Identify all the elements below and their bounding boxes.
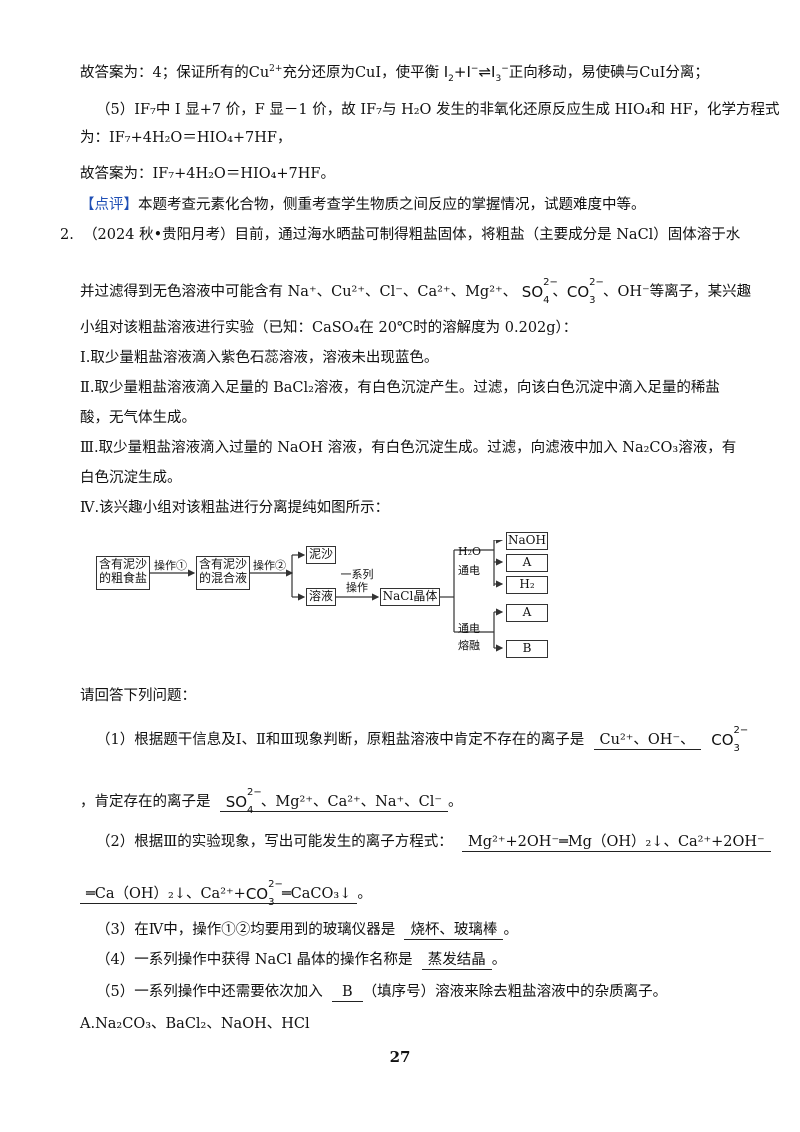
page-number: 27 [389,1048,411,1066]
box-nacl-crystal: NaCl晶体 [380,588,440,606]
part3-answer: 烧杯、玻璃棒 [404,921,504,940]
comment-line: 【点评】本题考查元素化合物，侧重考查学生物质之间反应的掌握情况，试题难度中等。 [80,197,646,213]
step-2a: Ⅱ.取少量粗盐溶液滴入足量的 BaCl₂溶液，有白色沉淀产生。过滤，向该白色沉淀… [80,380,720,396]
label-electrolysis-2: 通电 [458,622,480,635]
box-crude-salt: 含有泥沙的粗食盐 [96,556,150,590]
question-2-line1: 2. （2024 秋•贵阳月考）目前，通过海水晒盐可制得粗盐固体，将粗盐（主要成… [60,227,741,243]
box-mud: 泥沙 [306,546,336,564]
box-a1: A [506,554,548,572]
part5-line: （5）一系列操作中还需要依次加入 B（填序号）溶液来除去粗盐溶液中的杂质离子。 [96,983,668,1002]
part5-answer: B [331,983,363,1002]
part1-answer-absent: Cu²⁺、OH⁻、 [593,731,701,750]
step-3a: Ⅲ.取少量粗盐溶液滴入过量的 NaOH 溶液，有白色沉淀生成。过滤，向滤液中加入… [80,440,737,456]
label-h2o: H₂O [458,545,482,558]
part3-line: （3）在Ⅳ中，操作①②均要用到的玻璃仪器是 烧杯、玻璃棒。 [96,921,518,940]
diagram-arrows [148,540,504,652]
label-op2: 操作② [253,559,286,572]
step-3b: 白色沉淀生成。 [80,470,182,486]
purification-flow-diagram: 含有泥沙的粗食盐 操作① 含有泥沙的混合液 操作② 泥沙 溶液 一系列操作 Na… [96,532,566,664]
box-filtrate: 溶液 [306,588,336,606]
comment-tag: 【点评】 [80,197,138,213]
label-series-ops: 一系列操作 [340,568,374,594]
box-a2: A [506,604,548,622]
part2-answer-1: Mg²⁺+2OH⁻═Mg（OH）₂↓、Ca²⁺+2OH⁻ [461,833,771,852]
part2-line1: （2）根据Ⅲ的实验现象，写出可能发生的离子方程式： Mg²⁺+2OH⁻═Mg（O… [96,832,771,852]
question-2-line3: 小组对该粗盐溶液进行实验（已知：CaSO₄在 20℃时的溶解度为 0.202g）… [80,320,578,336]
equilibrium-equation: I2+I−⇌I3− [443,63,509,84]
step-4: Ⅳ.该兴趣小组对该粗盐进行分离提纯如图所示： [80,500,390,516]
part5-explanation: （5）IF₇中 I 显+7 价，F 显－1 价，故 IF₇与 H₂O 发生的非氧… [96,102,780,118]
box-b: B [506,640,548,658]
answer-line-4: 故答案为：4；保证所有的Cu2+充分还原为CuI，使平衡 I2+I−⇌I3−正向… [80,63,709,84]
box-h2: H₂ [506,576,548,594]
label-op1: 操作① [154,559,187,572]
part1-line1: （1）根据题干信息及Ⅰ、Ⅱ和Ⅲ现象判断，原粗盐溶液中肯定不存在的离子是 Cu²⁺… [96,725,749,754]
box-naoh: NaOH [506,532,548,550]
option-a: A.Na₂CO₃、BaCl₂、NaOH、HCl [80,1016,310,1032]
part5-equation: 为：IF₇+4H₂O＝HIO₄+7HF， [80,130,292,146]
box-mixture: 含有泥沙的混合液 [196,556,250,590]
prompt-line: 请回答下列问题： [80,688,196,704]
part4-line: （4）一系列操作中获得 NaCl 晶体的操作名称是 蒸发结晶。 [96,951,507,970]
step-1: Ⅰ.取少量粗盐溶液滴入紫色石蕊溶液，溶液未出现蓝色。 [80,350,439,366]
step-2b: 酸，无气体生成。 [80,410,196,426]
label-molten: 熔融 [458,639,480,652]
part5-answer: 故答案为：IF₇+4H₂O＝HIO₄+7HF。 [80,166,335,182]
part4-answer: 蒸发结晶 [421,951,492,970]
question-2-line2: 并过滤得到无色溶液中可能含有 Na⁺、Cu²⁺、Cl⁻、Ca²⁺、Mg²⁺、 S… [80,277,752,306]
label-electrolysis-1: 通电 [458,564,480,577]
